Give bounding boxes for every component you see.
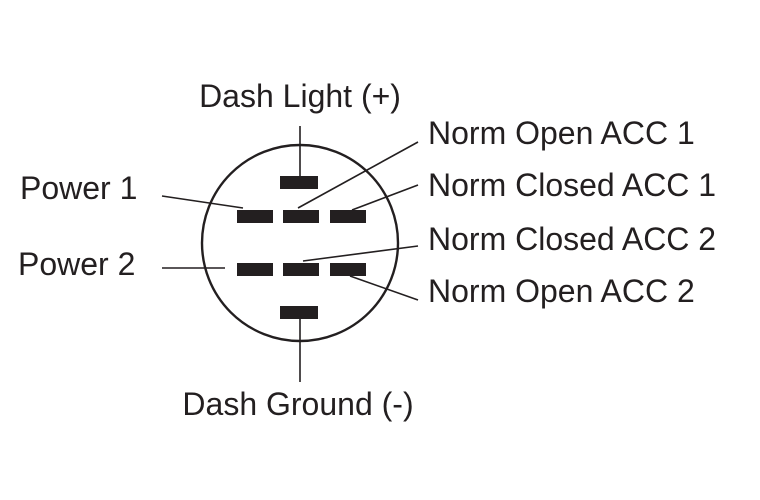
label-power-2: Power 2 [18,246,135,282]
pin-dash-light [280,176,318,189]
label-norm-closed-acc-1: Norm Closed ACC 1 [428,167,716,203]
pin-norm-open-acc-1 [283,210,319,223]
label-norm-open-acc-1: Norm Open ACC 1 [428,115,695,151]
label-dash-light: Dash Light (+) [199,78,401,114]
leader-norm-open-acc-1 [297,141,419,209]
leader-norm-closed-acc-2 [302,245,419,262]
leader-norm-open-acc-2 [349,275,419,301]
pin-dash-ground [280,306,318,319]
label-norm-open-acc-2: Norm Open ACC 2 [428,273,695,309]
leader-norm-closed-acc-1 [351,184,419,211]
pin-power-1 [237,210,273,223]
label-power-1: Power 1 [20,170,137,206]
pin-norm-closed-acc-2 [283,263,319,276]
label-dash-ground: Dash Ground (-) [182,386,413,422]
pin-norm-open-acc-2 [330,263,366,276]
pin-norm-closed-acc-1 [330,210,366,223]
pin-power-2 [237,263,273,276]
leader-power-1 [161,195,244,209]
label-norm-closed-acc-2: Norm Closed ACC 2 [428,221,716,257]
